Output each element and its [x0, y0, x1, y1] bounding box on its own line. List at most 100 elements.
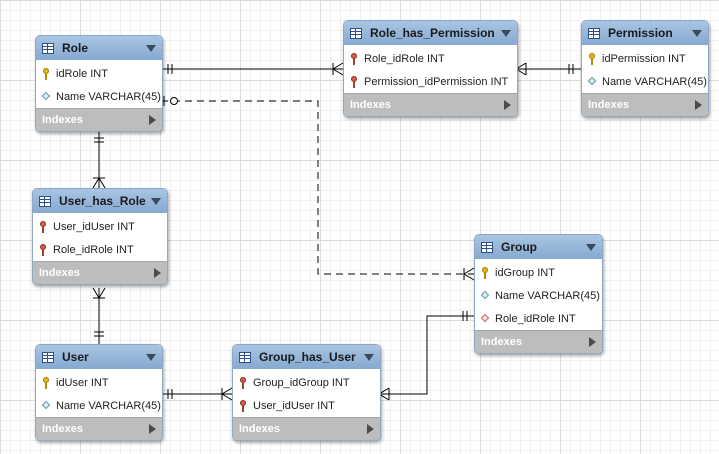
- column-label: Permission_idPermission INT: [364, 75, 509, 88]
- column-row[interactable]: User_idUser INT: [33, 215, 167, 238]
- column-label: Role_idRole INT: [495, 312, 576, 325]
- table-header[interactable]: Permission: [582, 21, 708, 45]
- column-label: Name VARCHAR(45): [56, 399, 161, 412]
- foreign-column-icon: [481, 313, 490, 325]
- indexes-label: Indexes: [39, 267, 80, 279]
- column-row[interactable]: Role_idRole INT: [475, 307, 602, 330]
- table-name: Group: [501, 240, 537, 254]
- column-row[interactable]: Name VARCHAR(45): [36, 85, 162, 108]
- indexes-label: Indexes: [350, 99, 391, 111]
- table-header[interactable]: Role: [36, 36, 162, 60]
- collapse-caret-icon[interactable]: [146, 44, 156, 52]
- collapse-caret-icon[interactable]: [364, 353, 374, 361]
- primary-key-icon: [588, 52, 597, 65]
- foreign-key-icon: [39, 220, 48, 233]
- table-header[interactable]: Group_has_User: [233, 345, 380, 369]
- table-group[interactable]: Group idGroup INT Name VARCHAR(45) Role_…: [474, 234, 603, 354]
- collapse-caret-icon[interactable]: [146, 353, 156, 361]
- column-label: User_idUser INT: [53, 220, 135, 233]
- collapse-caret-icon[interactable]: [151, 197, 161, 205]
- column-row[interactable]: idRole INT: [36, 62, 162, 85]
- primary-key-icon: [42, 376, 51, 389]
- column-icon: [42, 400, 51, 412]
- column-row[interactable]: Group_idGroup INT: [233, 371, 380, 394]
- indexes-bar[interactable]: Indexes: [344, 93, 517, 116]
- foreign-key-icon: [350, 52, 359, 65]
- table-icon: [39, 195, 51, 207]
- table-name: Group_has_User: [259, 350, 356, 364]
- table-header[interactable]: User: [36, 345, 162, 369]
- column-row[interactable]: idPermission INT: [582, 47, 708, 70]
- indexes-label: Indexes: [42, 423, 83, 435]
- indexes-bar[interactable]: Indexes: [36, 108, 162, 131]
- table-permission[interactable]: Permission idPermission INT Name VARCHAR…: [581, 20, 709, 117]
- column-icon: [42, 91, 51, 103]
- column-row[interactable]: Role_idRole INT: [344, 47, 517, 70]
- foreign-key-icon: [239, 376, 248, 389]
- connector-role-role-has-permission: [161, 62, 344, 76]
- table-name: Permission: [608, 26, 673, 40]
- column-row[interactable]: Name VARCHAR(45): [475, 284, 602, 307]
- column-row[interactable]: Name VARCHAR(45): [582, 70, 708, 93]
- table-name: Role: [62, 41, 89, 55]
- table-name: User: [62, 350, 89, 364]
- connector-role-user-has-role: [92, 130, 106, 189]
- table-header[interactable]: User_has_Role: [33, 189, 167, 213]
- column-row[interactable]: idGroup INT: [475, 261, 602, 284]
- expand-arrow-icon[interactable]: [149, 115, 156, 125]
- indexes-bar[interactable]: Indexes: [33, 261, 167, 284]
- column-label: Name VARCHAR(45): [602, 75, 707, 88]
- table-header[interactable]: Role_has_Permission: [344, 21, 517, 45]
- expand-arrow-icon[interactable]: [367, 424, 374, 434]
- column-row[interactable]: idUser INT: [36, 371, 162, 394]
- table-name: User_has_Role: [59, 194, 146, 208]
- expand-arrow-icon[interactable]: [589, 337, 596, 347]
- collapse-caret-icon[interactable]: [586, 243, 596, 251]
- foreign-key-icon: [39, 243, 48, 256]
- expand-arrow-icon[interactable]: [504, 100, 511, 110]
- indexes-label: Indexes: [481, 336, 522, 348]
- connector-user-group-has-user: [161, 387, 233, 401]
- column-label: idUser INT: [56, 376, 109, 389]
- column-label: idGroup INT: [495, 266, 555, 279]
- column-label: User_idUser INT: [253, 399, 335, 412]
- indexes-bar[interactable]: Indexes: [582, 93, 708, 116]
- column-row[interactable]: Role_idRole INT: [33, 238, 167, 261]
- collapse-caret-icon[interactable]: [501, 29, 511, 37]
- table-role[interactable]: Role idRole INT Name VARCHAR(45) Indexes: [35, 35, 163, 132]
- table-icon: [239, 351, 251, 363]
- table-role-has-permission[interactable]: Role_has_Permission Role_idRole INT Perm…: [343, 20, 518, 117]
- column-row[interactable]: Name VARCHAR(45): [36, 394, 162, 417]
- column-label: Group_idGroup INT: [253, 376, 350, 389]
- column-icon: [588, 76, 597, 88]
- column-row[interactable]: Permission_idPermission INT: [344, 70, 517, 93]
- indexes-bar[interactable]: Indexes: [36, 417, 162, 440]
- indexes-bar[interactable]: Indexes: [233, 417, 380, 440]
- table-icon: [588, 27, 600, 39]
- connector-group-group-has-user: [378, 311, 474, 401]
- foreign-key-icon: [350, 75, 359, 88]
- connector-user-user-has-role: [92, 287, 106, 344]
- table-icon: [42, 42, 54, 54]
- collapse-caret-icon[interactable]: [692, 29, 702, 37]
- table-user[interactable]: User idUser INT Name VARCHAR(45) Indexes: [35, 344, 163, 441]
- expand-arrow-icon[interactable]: [149, 424, 156, 434]
- column-label: Role_idRole INT: [53, 243, 134, 256]
- table-icon: [42, 351, 54, 363]
- table-user-has-role[interactable]: User_has_Role User_idUser INT Role_idRol…: [32, 188, 168, 285]
- table-group-has-user[interactable]: Group_has_User Group_idGroup INT User_id…: [232, 344, 381, 441]
- column-row[interactable]: User_idUser INT: [233, 394, 380, 417]
- indexes-bar[interactable]: Indexes: [475, 330, 602, 353]
- foreign-key-icon: [239, 399, 248, 412]
- table-icon: [481, 241, 493, 253]
- expand-arrow-icon[interactable]: [154, 268, 161, 278]
- column-label: idRole INT: [56, 67, 108, 80]
- table-header[interactable]: Group: [475, 235, 602, 259]
- column-label: Role_idRole INT: [364, 52, 445, 65]
- expand-arrow-icon[interactable]: [695, 100, 702, 110]
- connector-permission-role-has-permission: [515, 62, 581, 76]
- indexes-label: Indexes: [42, 114, 83, 126]
- table-name: Role_has_Permission: [370, 26, 495, 40]
- column-label: idPermission INT: [602, 52, 686, 65]
